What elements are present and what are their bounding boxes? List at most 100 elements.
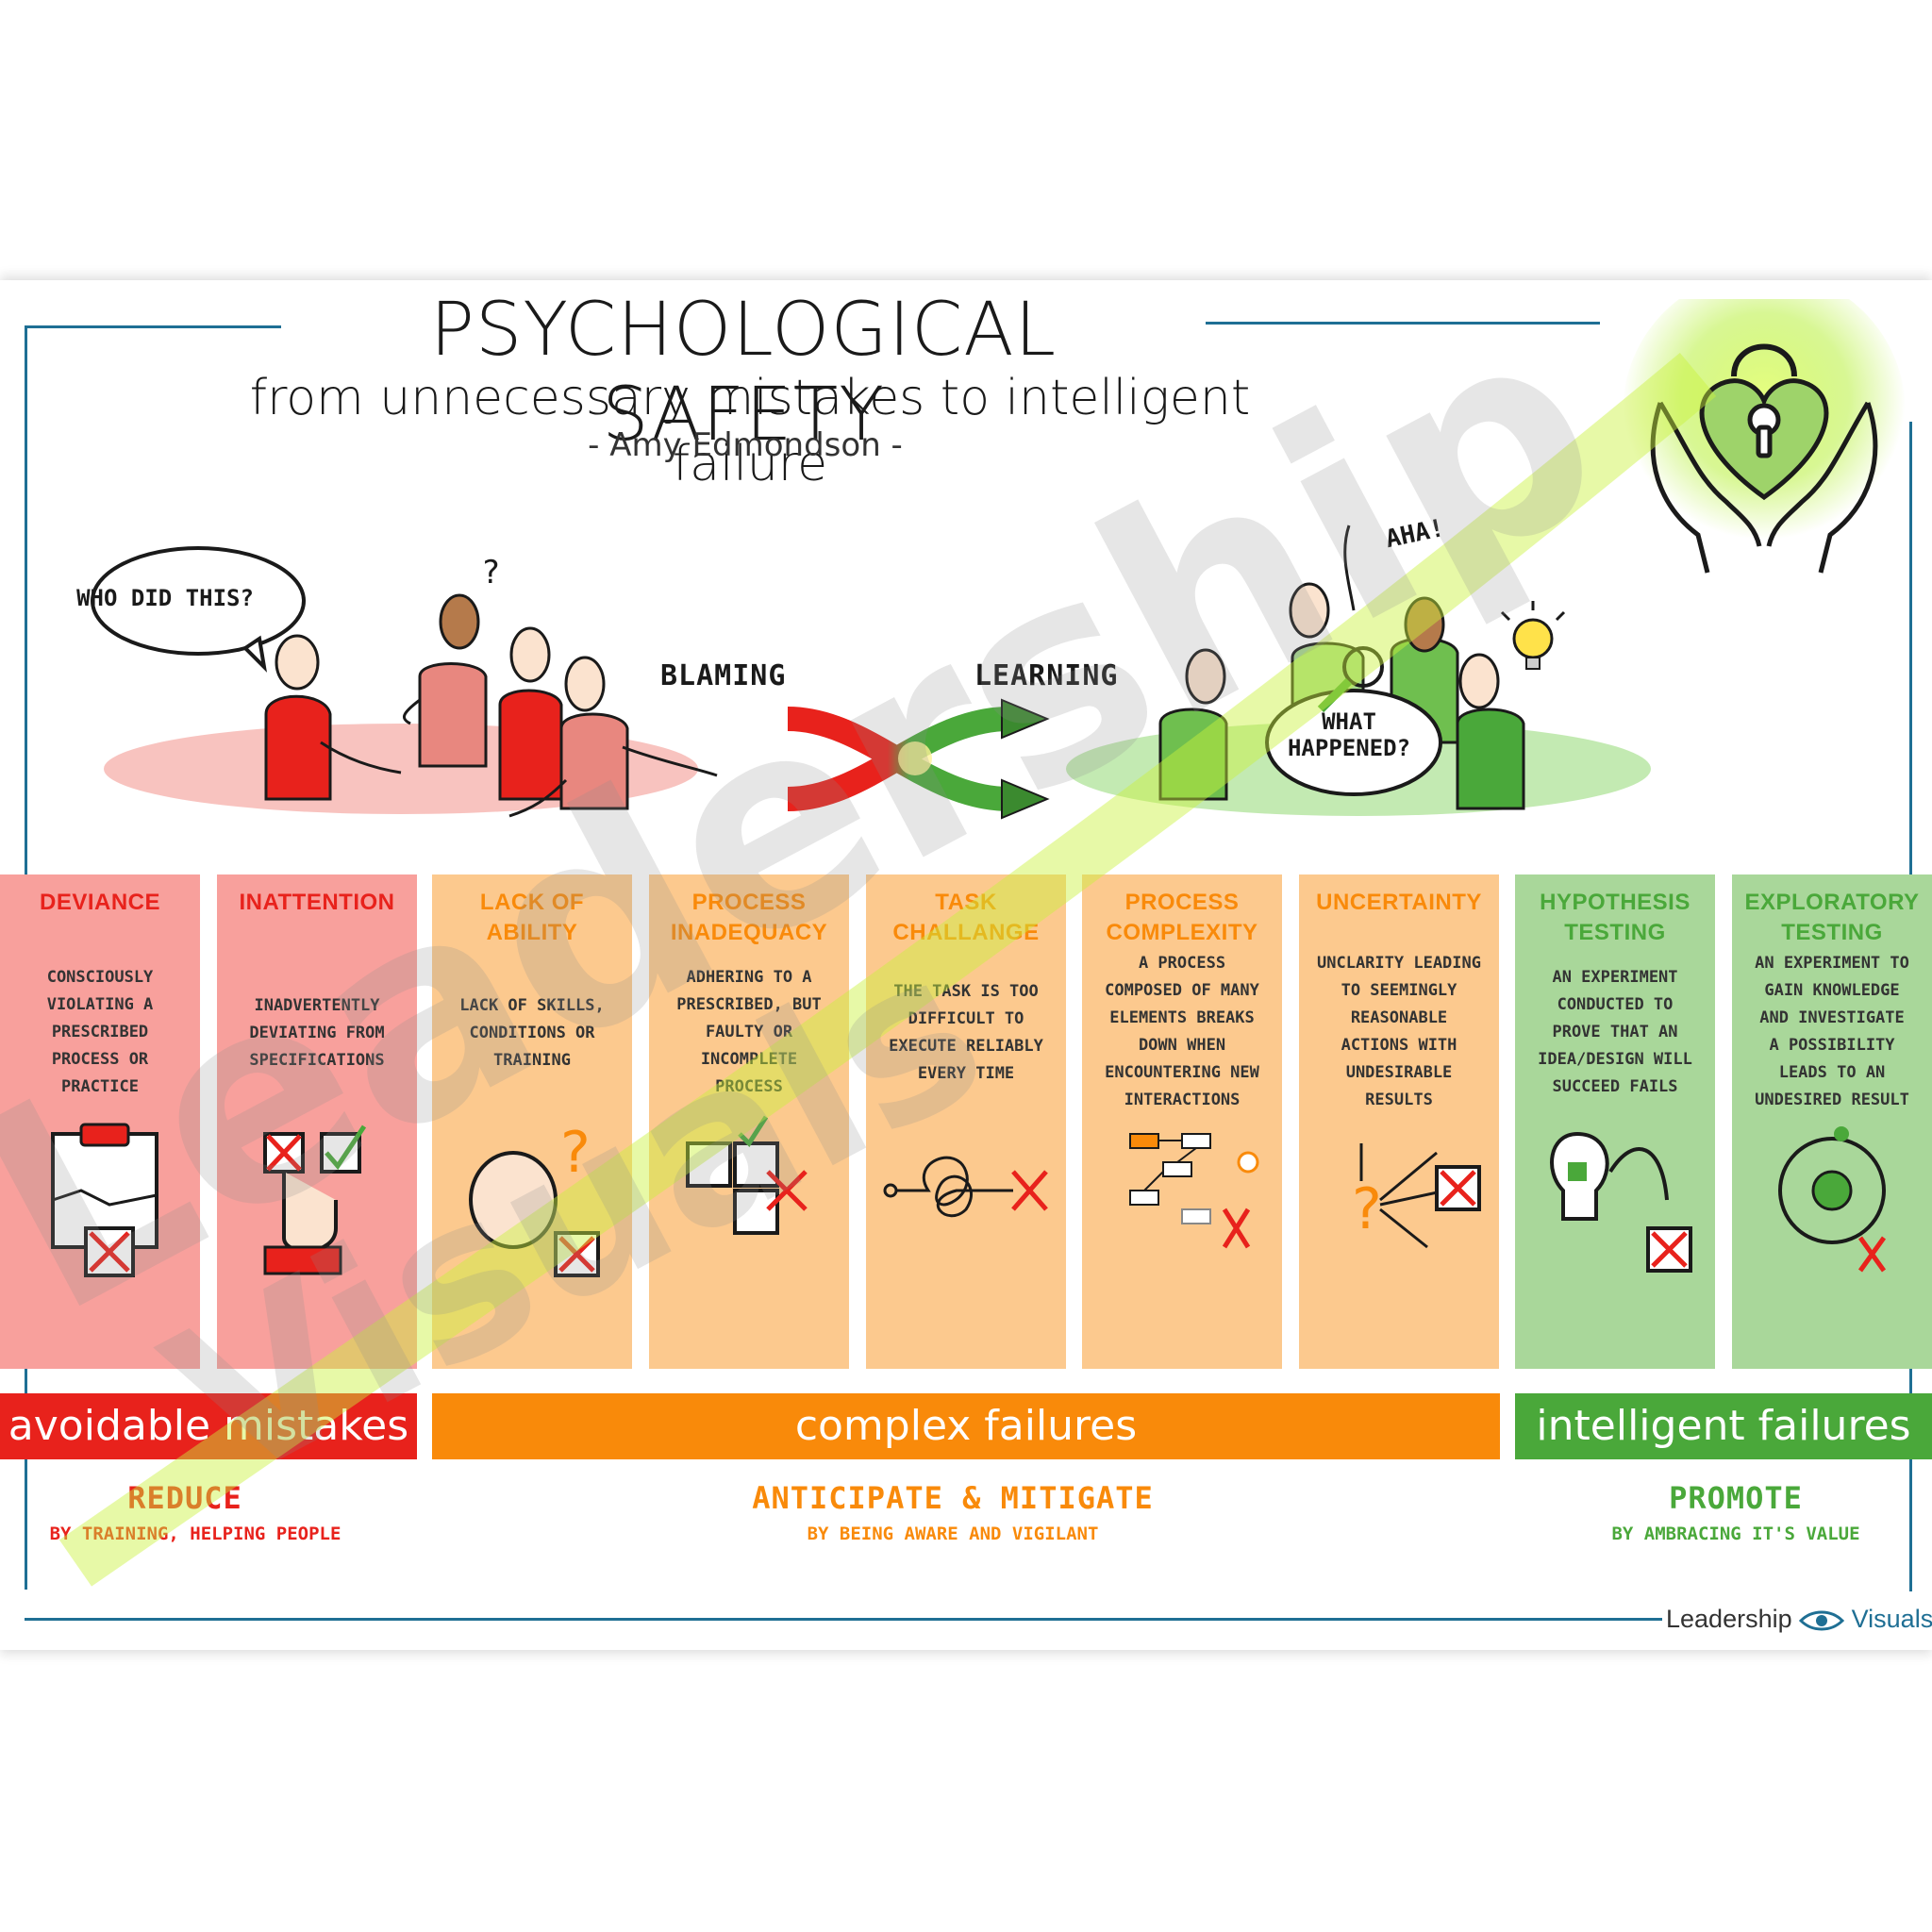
failure-column-2: LACK OF ABILITY LACK OF SKILLS, CONDITIONS … — [432, 874, 632, 1369]
column-description-line: INTERACTIONS — [1124, 1091, 1241, 1109]
column-description-line: ELEMENTS BREAKS — [1109, 1008, 1255, 1027]
right-speech-bubble-line1: WHAT — [1322, 708, 1376, 735]
failure-column-1: INATTENTION INADVERTENTLY DEVIATING FROM SP… — [217, 874, 417, 1369]
column-title-line: UNCERTAINTY — [1316, 890, 1482, 915]
anticipate-subtext: BY BEING AWARE AND VIGILANT — [807, 1524, 1099, 1544]
column-description-line: AND INVESTIGATE — [1759, 1008, 1905, 1027]
failure-column-7: HYPOTHESIS TESTING AN EXPERIMENT CONDUCTED … — [1515, 874, 1715, 1369]
column-title: HYPOTHESIS TESTING — [1515, 888, 1715, 948]
promote-heading: PROMOTE — [1669, 1480, 1803, 1516]
poster: PSYCHOLOGICAL SAFETY from unnecessary mi… — [0, 280, 1932, 1650]
column-title: EXPLORATORY TESTING — [1732, 888, 1932, 948]
column-description-line: UNDESIRED RESULT — [1755, 1091, 1909, 1109]
column-title: DEVIANCE — [0, 888, 200, 918]
column-title-line: LACK OF — [479, 890, 585, 915]
column-description-line: SPECIFICATIONS — [249, 1051, 385, 1070]
confused-head-icon: ? — [469, 1120, 600, 1277]
column-description-line: AN EXPERIMENT — [1552, 968, 1678, 987]
column-title-line: TESTING — [1564, 920, 1666, 945]
column-title: INATTENTION — [217, 888, 417, 918]
column-description-line: LEADS TO AN — [1778, 1063, 1886, 1082]
blame-to-learn-arrows-icon — [787, 698, 1050, 820]
column-description-line: PROCESS — [715, 1077, 783, 1096]
anticipate-heading: ANTICIPATE & MITIGATE — [752, 1480, 1154, 1516]
column-title-line: INATTENTION — [239, 890, 395, 915]
column-description-line: IDEA/DESIGN WILL — [1538, 1050, 1692, 1069]
puzzle-icon — [686, 1115, 808, 1235]
column-description-line: LACK OF SKILLS, — [459, 996, 605, 1015]
column-title-line: ABILITY — [486, 920, 578, 945]
failure-column-0: DEVIANCE CONSCIOUSLY VIOLATING A PRESCRIBED… — [0, 874, 200, 1369]
brand-name-part2: Visuals — [1851, 1605, 1932, 1633]
column-description-line: COMPOSED OF MANY — [1105, 981, 1259, 1000]
column-title: UNCERTAINTY — [1299, 888, 1499, 918]
page-title: PSYCHOLOGICAL SAFETY — [281, 288, 1206, 458]
column-description-line: THE TASK IS TOO — [893, 982, 1039, 1001]
eye-icon — [1799, 1610, 1845, 1631]
column-description-line: RESULTS — [1365, 1091, 1433, 1109]
blaming-label: BLAMING — [660, 659, 787, 692]
column-description-line: UNDESIRABLE — [1345, 1063, 1453, 1082]
column-description: AN EXPERIMENT CONDUCTED TO PROVE THAT AN ID… — [1521, 964, 1709, 1101]
column-title-line: TESTING — [1781, 920, 1883, 945]
blaming-scene — [91, 546, 718, 818]
frame-top-left — [25, 325, 283, 328]
column-title-line: INADEQUACY — [670, 920, 828, 945]
column-description-line: A PROCESS — [1138, 954, 1226, 973]
scatter-arrows-icon: ? — [1352, 1143, 1481, 1249]
column-description-line: EVERY TIME — [917, 1064, 1015, 1083]
right-speech-bubble-line2: HAPPENED? — [1287, 735, 1411, 761]
column-description: INADVERTENTLY DEVIATING FROM SPECIFICATION… — [223, 992, 411, 1074]
column-title-line: HYPOTHESIS — [1540, 890, 1690, 915]
column-description-line: DIFFICULT TO — [908, 1009, 1024, 1028]
page-subtitle: from unnecessary mistakes to intelligent… — [249, 370, 1251, 492]
brand-name-part1: Leadership — [1666, 1605, 1792, 1633]
column-description-line: UNCLARITY LEADING — [1317, 954, 1481, 973]
column-description-line: PROVE THAT AN — [1552, 1023, 1678, 1041]
column-description-line: DOWN WHEN — [1138, 1036, 1226, 1055]
question-mark-text: ? — [481, 554, 502, 591]
frame-top-right — [1194, 322, 1600, 325]
reduce-subtext: BY TRAINING, HELPING PEOPLE — [49, 1524, 341, 1544]
promote-subtext: BY AMBRACING IT'S VALUE — [1611, 1524, 1860, 1544]
flowchart-icon — [1129, 1133, 1259, 1249]
column-description-line: GAIN KNOWLEDGE — [1764, 981, 1900, 1000]
column-description-line: INADVERTENTLY — [254, 996, 380, 1015]
column-title-line: PROCESS — [1124, 890, 1240, 915]
column-description: A PROCESS COMPOSED OF MANY ELEMENTS BREAKS… — [1088, 950, 1276, 1114]
column-description-line: ACTIONS WITH — [1341, 1036, 1457, 1055]
column-description-line: PRACTICE — [61, 1077, 139, 1096]
column-description-line: CONDITIONS OR — [469, 1024, 595, 1042]
column-description-line: VIOLATING A — [46, 995, 154, 1014]
tangle-icon — [883, 1156, 1048, 1218]
author: - Amy Edmondson - — [588, 426, 903, 464]
gear-cycle-icon — [1778, 1126, 1887, 1273]
column-description-line: PRESCRIBED, BUT — [676, 995, 822, 1014]
torn-document-icon — [51, 1123, 158, 1277]
column-description-line: SUCCEED FAILS — [1552, 1077, 1678, 1096]
frame-bottom — [25, 1618, 1666, 1621]
column-description-line: DEVIATING FROM — [249, 1024, 385, 1042]
column-description-line: PRESCRIBED — [51, 1023, 149, 1041]
column-description-line: CONSCIOUSLY — [46, 968, 154, 987]
svg-text:?: ? — [560, 1120, 591, 1186]
band-complex-failures: complex failures — [432, 1393, 1500, 1459]
column-title-line: TASK — [935, 890, 997, 915]
column-title-line: EXPLORATORY — [1744, 890, 1920, 915]
column-description-line: FAULTY OR — [705, 1023, 793, 1041]
column-description: LACK OF SKILLS, CONDITIONS OR TRAINING — [438, 992, 626, 1074]
column-description-line: TRAINING — [493, 1051, 571, 1070]
brand-logo: Leadership Visuals — [1662, 1600, 1932, 1638]
column-description-line: EXECUTE RELIABLY — [889, 1037, 1043, 1056]
column-description-line: CONDUCTED TO — [1557, 995, 1674, 1014]
column-description-line: A POSSIBILITY — [1769, 1036, 1895, 1055]
